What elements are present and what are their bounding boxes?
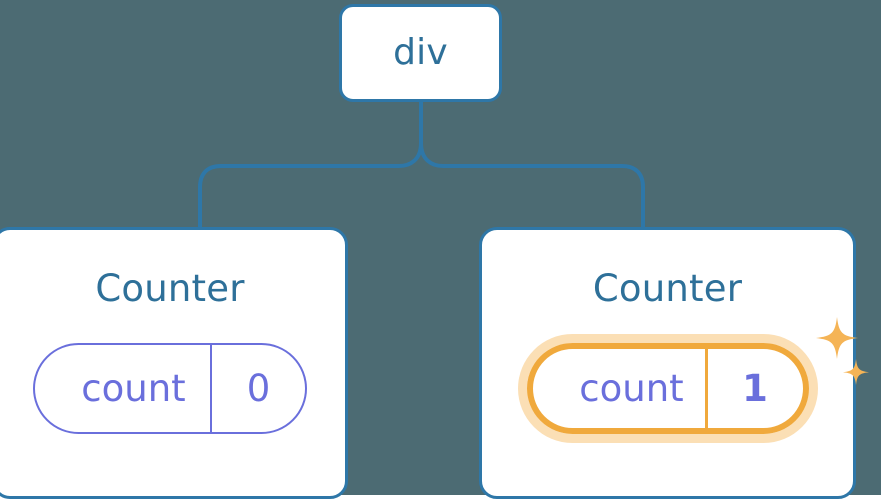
node-root-div[interactable]: div [339,4,502,102]
node-counter-left[interactable]: Counter count 0 [0,227,348,499]
state-key: count [579,367,684,410]
state-pill-highlighted: count 1 [526,343,809,434]
node-root-label: div [393,32,448,73]
state-value: 0 [210,345,305,432]
state-key: count [81,367,186,410]
node-counter-right[interactable]: Counter count 1 [479,227,869,499]
connector-branch-left [198,142,423,227]
sparkle-icon [815,317,858,359]
state-value: 1 [704,349,803,428]
state-pill: count 0 [33,343,307,434]
state-pill-right[interactable]: count 1 [526,317,869,434]
connector-branch-right [419,142,645,227]
state-pill-left[interactable]: count 0 [33,343,307,434]
node-title: Counter [95,267,245,310]
node-title: Counter [592,267,743,310]
